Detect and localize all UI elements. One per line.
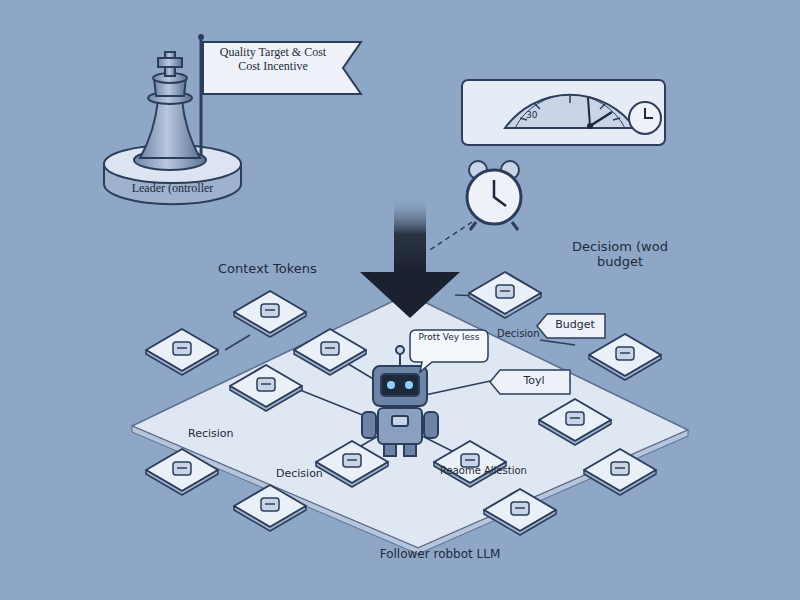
flag-node: Quality Target & Cost Cost Incentive (203, 42, 361, 94)
text-label: Decisiom (wod budget (560, 240, 680, 270)
node-text: Follower robbot LLM (330, 548, 550, 562)
text-label: Decision (497, 328, 567, 340)
clock-bell (469, 161, 487, 179)
node-text: Leader (ontroller (106, 182, 239, 196)
bubble-node: Prott Vey less (410, 330, 488, 362)
pedestal-outline (100, 140, 245, 208)
clock-hands (494, 180, 506, 206)
text-label: Reaome Allestion (440, 465, 570, 477)
gauge-needle (590, 112, 612, 126)
icon-tile (589, 334, 661, 380)
clock-bell (501, 161, 519, 179)
pedestal-node: Leader (ontroller (100, 140, 245, 208)
text-label: Context Tokens (218, 262, 348, 277)
node-text: Toyl (500, 375, 568, 388)
gauge-arc (515, 95, 625, 128)
clock-hands (645, 108, 653, 118)
gauge-needle (588, 98, 590, 126)
clock-icon (629, 102, 661, 134)
icon-tile (469, 272, 541, 318)
clock-leg (512, 222, 518, 230)
flow-arrow-shaft (394, 195, 426, 273)
clock-leg (470, 222, 476, 230)
icon-tile (234, 291, 306, 337)
leader-line (430, 222, 472, 250)
gauge-pivot (587, 123, 593, 129)
text-label: 30 (526, 110, 556, 120)
gauge-panel (462, 80, 665, 145)
tag-node: Budget (537, 314, 605, 338)
gauge-ticks (520, 96, 620, 120)
node-text: Quality Target & Cost Cost Incentive (211, 46, 335, 74)
pole-tip (198, 34, 204, 40)
node-text: Budget (547, 319, 603, 332)
icon-tile (146, 329, 218, 375)
node-text: Prott Vey less (414, 332, 484, 342)
tag-node: Toyl (490, 370, 570, 394)
alarm-clock (467, 170, 521, 224)
gauge-dial (505, 95, 635, 128)
text-label: Recision (188, 428, 278, 441)
text-label: Decision (276, 468, 366, 481)
